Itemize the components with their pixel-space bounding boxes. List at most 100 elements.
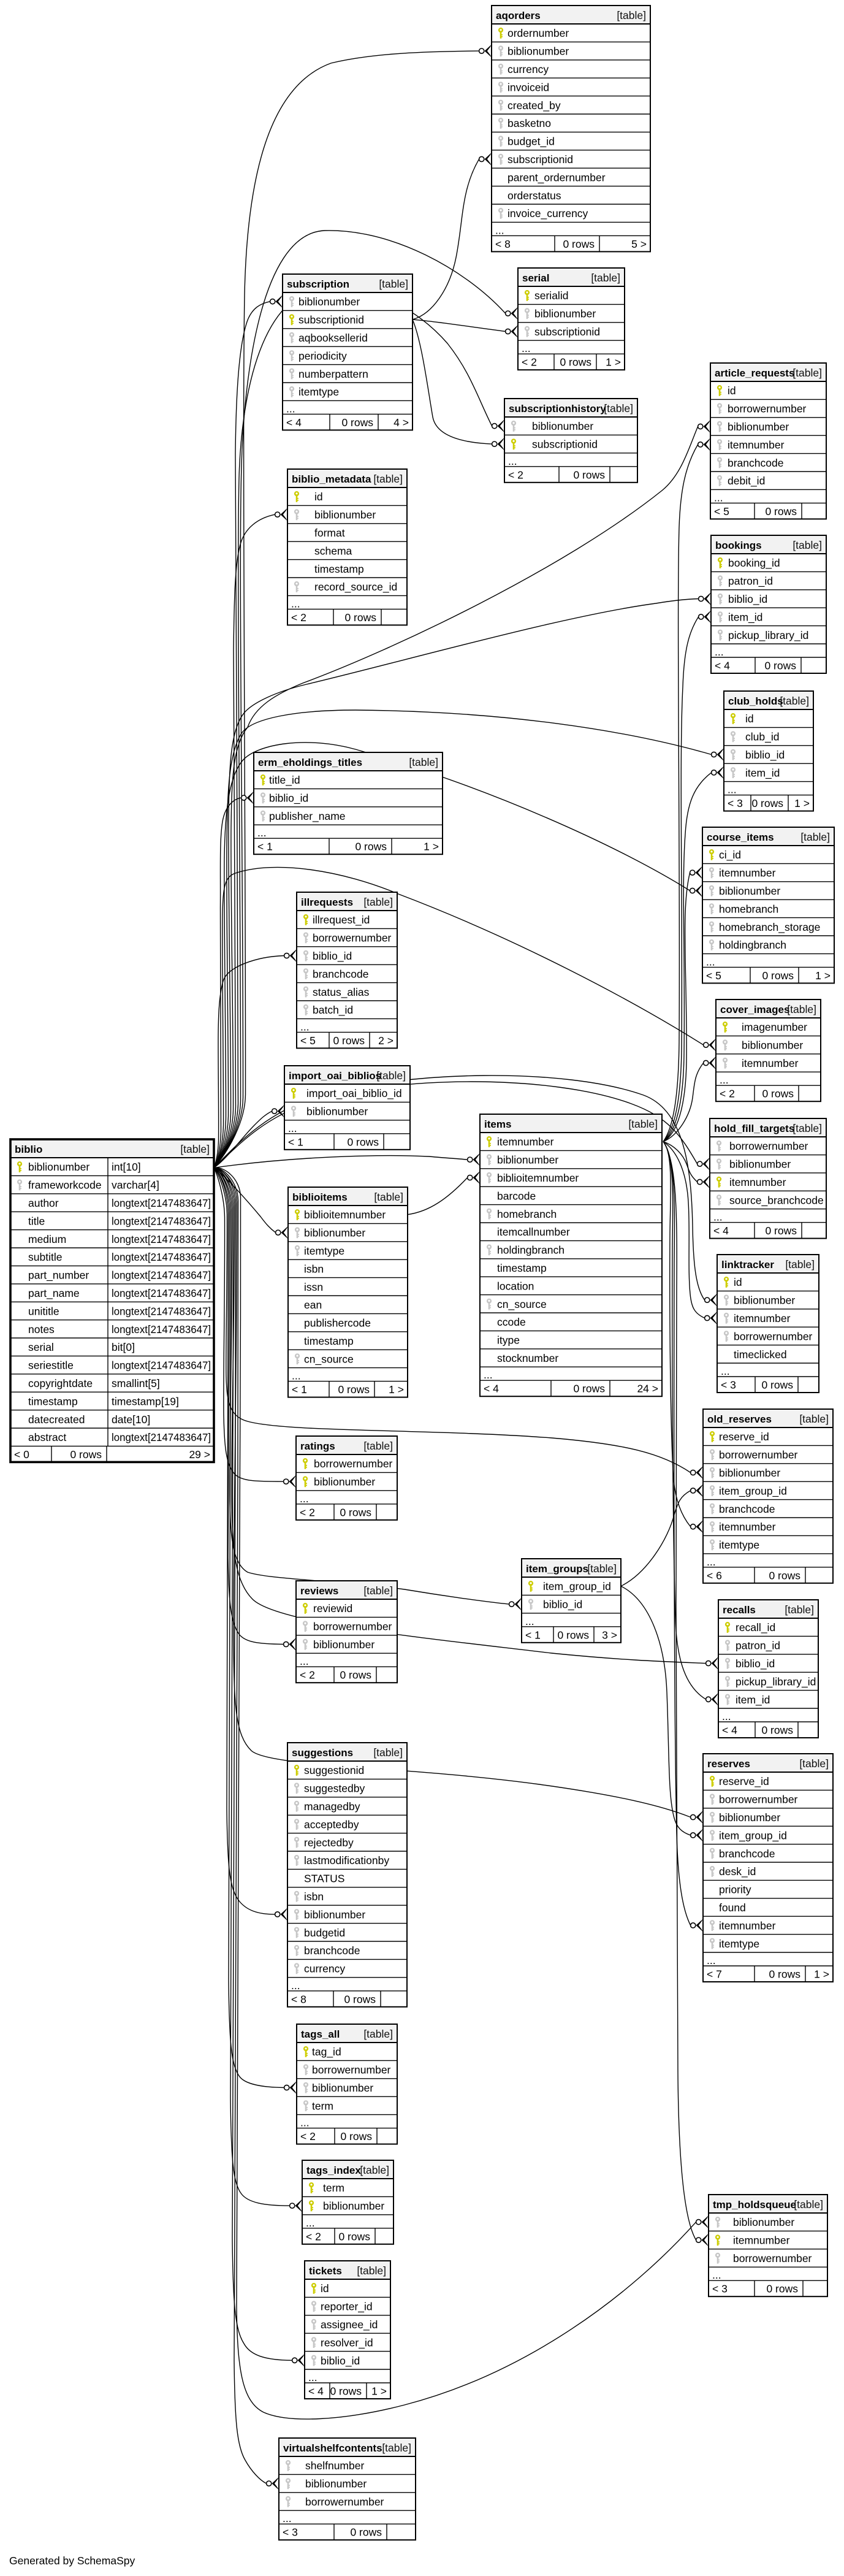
svg-text:timestamp: timestamp — [304, 1335, 354, 1347]
svg-text:biblionumber: biblionumber — [312, 2082, 373, 2094]
svg-text:...: ... — [715, 646, 724, 658]
svg-text:...: ... — [283, 2512, 292, 2524]
svg-text:0 rows: 0 rows — [766, 2283, 798, 2295]
svg-text:[table]: [table] — [793, 367, 822, 379]
svg-text:branchcode: branchcode — [304, 1944, 360, 1957]
svg-text:priority: priority — [719, 1884, 751, 1896]
svg-text:biblio_id: biblio_id — [543, 1599, 582, 1611]
svg-text:2 >: 2 > — [378, 1034, 393, 1047]
svg-text:[table]: [table] — [363, 896, 393, 908]
svg-text:part_name: part_name — [28, 1287, 80, 1300]
svg-text:reserve_id: reserve_id — [719, 1775, 769, 1788]
svg-text:itemnumber: itemnumber — [497, 1136, 554, 1148]
svg-text:0 rows: 0 rows — [560, 356, 591, 369]
svg-text:budget_id: budget_id — [508, 136, 555, 148]
svg-text:desk_id: desk_id — [719, 1865, 756, 1878]
svg-text:itemnumber: itemnumber — [719, 867, 776, 879]
svg-text:[table]: [table] — [376, 1069, 406, 1082]
svg-text:stocknumber: stocknumber — [497, 1352, 558, 1364]
svg-text:...: ... — [288, 1122, 297, 1134]
svg-text:location: location — [497, 1280, 534, 1292]
svg-text:booking_id: booking_id — [728, 557, 780, 570]
svg-text:< 2: < 2 — [300, 1506, 315, 1518]
svg-text:old_reserves: old_reserves — [707, 1413, 772, 1425]
svg-text:item_id: item_id — [745, 766, 780, 779]
svg-text:< 5: < 5 — [300, 1034, 316, 1047]
svg-text:...: ... — [707, 1954, 716, 1966]
svg-text:[table]: [table] — [379, 278, 408, 290]
svg-text:issn: issn — [304, 1281, 323, 1293]
svg-text:biblio_id: biblio_id — [321, 2355, 360, 2368]
svg-text:biblionumber: biblionumber — [314, 1476, 375, 1488]
svg-text:0 rows: 0 rows — [347, 1136, 379, 1148]
svg-text:shelfnumber: shelfnumber — [305, 2459, 364, 2472]
svg-text:timestamp: timestamp — [314, 563, 364, 575]
svg-text:[table]: [table] — [360, 2164, 389, 2176]
svg-text:borrowernumber: borrowernumber — [728, 403, 807, 415]
svg-text:subscriptionid: subscriptionid — [298, 314, 364, 326]
svg-text:title_id: title_id — [269, 774, 300, 787]
svg-text:biblioitemnumber: biblioitemnumber — [304, 1209, 386, 1221]
svg-text:< 4: < 4 — [484, 1383, 499, 1395]
svg-text:...: ... — [720, 1074, 729, 1086]
svg-text:itemnumber: itemnumber — [734, 1312, 791, 1324]
svg-text:import_oai_biblios: import_oai_biblios — [289, 1070, 381, 1082]
svg-text:borrowernumber: borrowernumber — [733, 2252, 812, 2265]
svg-text:suggestions: suggestions — [292, 1747, 353, 1759]
svg-text:[table]: [table] — [799, 1757, 829, 1770]
svg-text:currency: currency — [508, 63, 549, 75]
svg-text:course_items: course_items — [707, 831, 774, 843]
svg-text:cover_images: cover_images — [720, 1004, 789, 1015]
svg-text:tag_id: tag_id — [312, 2046, 341, 2058]
svg-text:biblio: biblio — [15, 1144, 42, 1155]
svg-text:[table]: [table] — [363, 1440, 393, 1452]
svg-text:< 2: < 2 — [522, 356, 537, 369]
svg-text:0 rows: 0 rows — [338, 1383, 370, 1396]
svg-text:biblionumber: biblionumber — [719, 1811, 780, 1824]
svg-text:1 >: 1 > — [389, 1383, 404, 1396]
svg-text:ci_id: ci_id — [719, 849, 741, 862]
svg-text:periodicity: periodicity — [298, 350, 347, 362]
svg-text:[table]: [table] — [793, 539, 822, 551]
svg-text:< 1: < 1 — [292, 1383, 307, 1396]
svg-text:patron_id: patron_id — [736, 1640, 780, 1653]
svg-text:basketno: basketno — [508, 117, 551, 129]
svg-text:part_number: part_number — [28, 1269, 89, 1282]
svg-text:imagenumber: imagenumber — [742, 1021, 807, 1033]
svg-text:0 rows: 0 rows — [751, 797, 783, 809]
svg-text:tags_index: tags_index — [306, 2165, 361, 2176]
svg-text:...: ... — [300, 1655, 309, 1667]
svg-text:< 8: < 8 — [291, 1993, 306, 2005]
svg-text:int[10]: int[10] — [112, 1161, 141, 1173]
svg-text:assignee_id: assignee_id — [321, 2318, 378, 2331]
svg-text:0 rows: 0 rows — [350, 2526, 382, 2539]
svg-text:< 7: < 7 — [707, 1968, 722, 1981]
svg-text:[table]: [table] — [617, 9, 646, 21]
svg-text:0 rows: 0 rows — [355, 841, 387, 853]
svg-text:barcode: barcode — [497, 1190, 536, 1202]
svg-text:recall_id: recall_id — [736, 1621, 775, 1634]
svg-text:subscription: subscription — [287, 278, 349, 290]
svg-text:biblio_metadata: biblio_metadata — [292, 473, 371, 485]
svg-text:itemtype: itemtype — [298, 386, 339, 398]
svg-text:branchcode: branchcode — [313, 968, 368, 980]
svg-text:itemtype: itemtype — [304, 1245, 344, 1257]
svg-text:< 3: < 3 — [712, 2283, 728, 2295]
svg-text:import_oai_biblio_id: import_oai_biblio_id — [306, 1087, 402, 1100]
svg-text:itemnumber: itemnumber — [742, 1057, 799, 1069]
svg-text:reviews: reviews — [300, 1585, 338, 1597]
svg-text:currency: currency — [304, 1963, 345, 1975]
svg-text:homebranch_storage: homebranch_storage — [719, 921, 820, 934]
svg-text:...: ... — [300, 1020, 310, 1033]
svg-text:[table]: [table] — [787, 1003, 816, 1015]
svg-text:...: ... — [300, 2117, 310, 2129]
svg-text:cn_source: cn_source — [497, 1298, 547, 1311]
svg-text:orderstatus: orderstatus — [508, 189, 561, 202]
svg-text:ordernumber: ordernumber — [508, 27, 569, 39]
svg-text:branchcode: branchcode — [719, 1848, 775, 1860]
svg-text:5 >: 5 > — [631, 238, 647, 250]
svg-text:title: title — [28, 1215, 45, 1227]
svg-text:invoiceid: invoiceid — [508, 81, 549, 93]
svg-text:0 rows: 0 rows — [340, 1669, 371, 1681]
svg-text:1 >: 1 > — [794, 797, 810, 809]
